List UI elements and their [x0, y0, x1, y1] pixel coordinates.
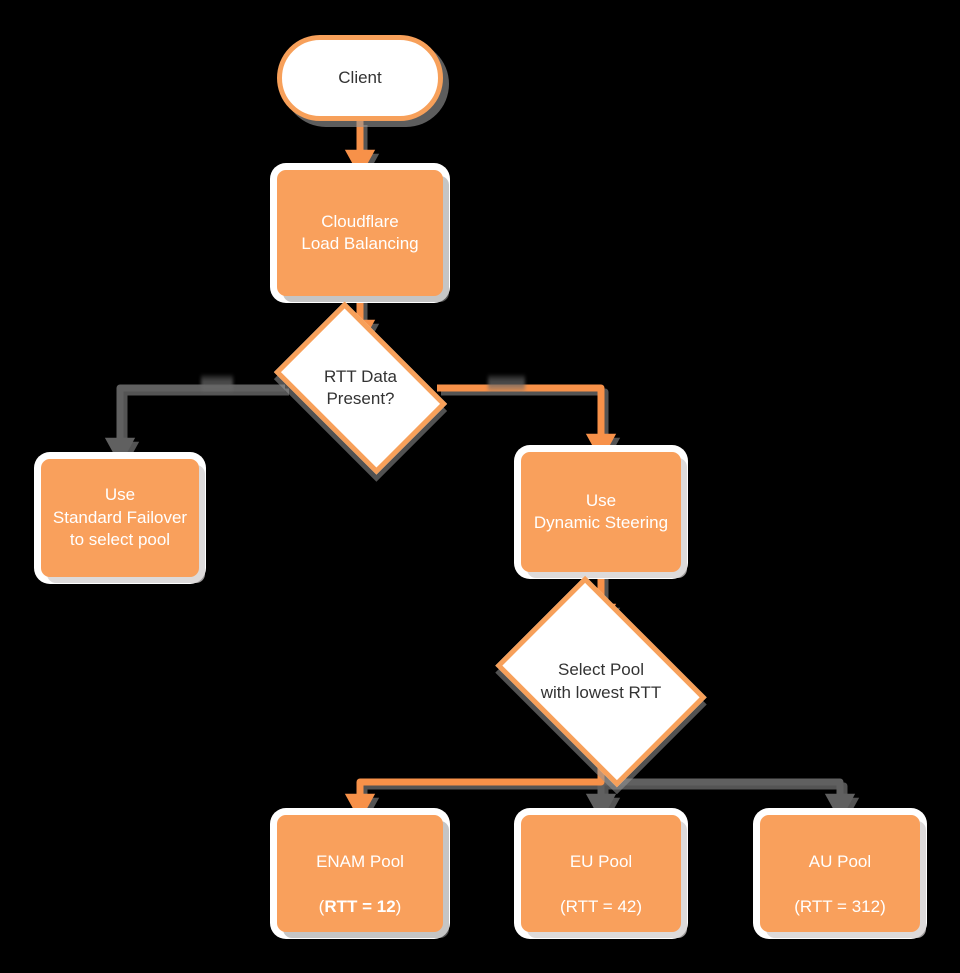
node-dynamic-steering[interactable]: Use Dynamic Steering: [521, 452, 681, 572]
edge-label-yes: Yes: [488, 374, 525, 393]
node-rtt-data-present[interactable]: RTT Data Present?: [273, 301, 448, 475]
edge-selectpool-to-au: [601, 778, 856, 822]
node-enam-pool-paren-close: ): [395, 896, 402, 916]
node-au-pool-label: AU Pool (RTT = 312): [794, 829, 886, 919]
node-au-pool-paren-close: ): [880, 896, 886, 916]
node-au-pool[interactable]: AU Pool (RTT = 312): [760, 815, 920, 932]
node-standard-failover-label: Use Standard Failover to select pool: [52, 485, 188, 550]
node-enam-pool-paren-open: (: [318, 896, 325, 916]
node-dynamic-steering-label: Use Dynamic Steering: [533, 490, 669, 532]
node-client-label: Client: [338, 67, 382, 87]
edge-rttcheck-to-dynamic: [437, 384, 617, 462]
node-enam-pool-name: ENAM Pool: [316, 852, 404, 872]
node-eu-pool-paren-close: ): [636, 896, 643, 916]
node-cloudflare-load-balancing-label: Cloudflare Load Balancing: [301, 211, 419, 253]
node-au-pool-rtt: RTT = 312: [799, 896, 881, 916]
edge-selectpool-to-enam: [344, 745, 605, 822]
edge-label-no: No: [201, 374, 233, 393]
node-enam-pool-rtt: RTT = 12: [324, 896, 396, 916]
node-au-pool-name: AU Pool: [808, 852, 872, 872]
node-standard-failover[interactable]: Use Standard Failover to select pool: [41, 459, 199, 577]
node-eu-pool-paren-open: (: [559, 896, 566, 916]
node-eu-pool-rtt: RTT = 42: [565, 896, 637, 916]
node-eu-pool-name: EU Pool: [569, 852, 633, 872]
node-select-pool-lowest-rtt[interactable]: Select Pool with lowest RTT: [495, 575, 707, 788]
node-cloudflare-load-balancing[interactable]: Cloudflare Load Balancing: [277, 170, 443, 296]
node-client[interactable]: Client: [277, 35, 443, 121]
node-eu-pool-label: EU Pool (RTT = 42): [560, 829, 642, 919]
node-eu-pool[interactable]: EU Pool (RTT = 42): [521, 815, 681, 932]
node-au-pool-paren-open: (: [794, 896, 800, 916]
node-enam-pool-label: ENAM Pool (RTT = 12): [316, 829, 404, 919]
node-enam-pool[interactable]: ENAM Pool (RTT = 12): [277, 815, 443, 932]
edge-rttcheck-to-failover: [104, 384, 285, 466]
